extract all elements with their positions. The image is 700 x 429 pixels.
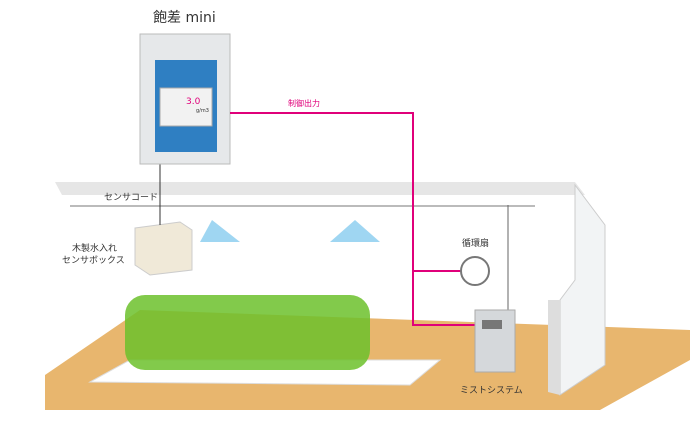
mist-system-label: ミストシステム [460,386,523,396]
control-output-label: 制御出力 [288,99,320,108]
mist-system-unit [474,309,516,373]
sensor-box-label-line2: センサボックス [62,256,125,266]
plants [125,295,370,370]
device-display [159,87,213,127]
mist-spray-2 [330,220,380,242]
fan-label: 循環扇 [462,239,490,249]
display-unit: g/m3 [196,108,209,114]
sensor-box-label-line1: 木製水入れ [72,244,118,254]
greenhouse-wall [559,183,606,396]
roof-beam [55,182,585,195]
fan-icon [460,256,490,286]
control-output-line [230,112,475,326]
device-title: 飽差 mini [153,10,216,26]
sensor-cord-label: センサコード [104,193,159,203]
mist-spray-1 [200,220,240,242]
display-value: 3.0 [186,97,201,107]
sensor-box [134,221,193,276]
